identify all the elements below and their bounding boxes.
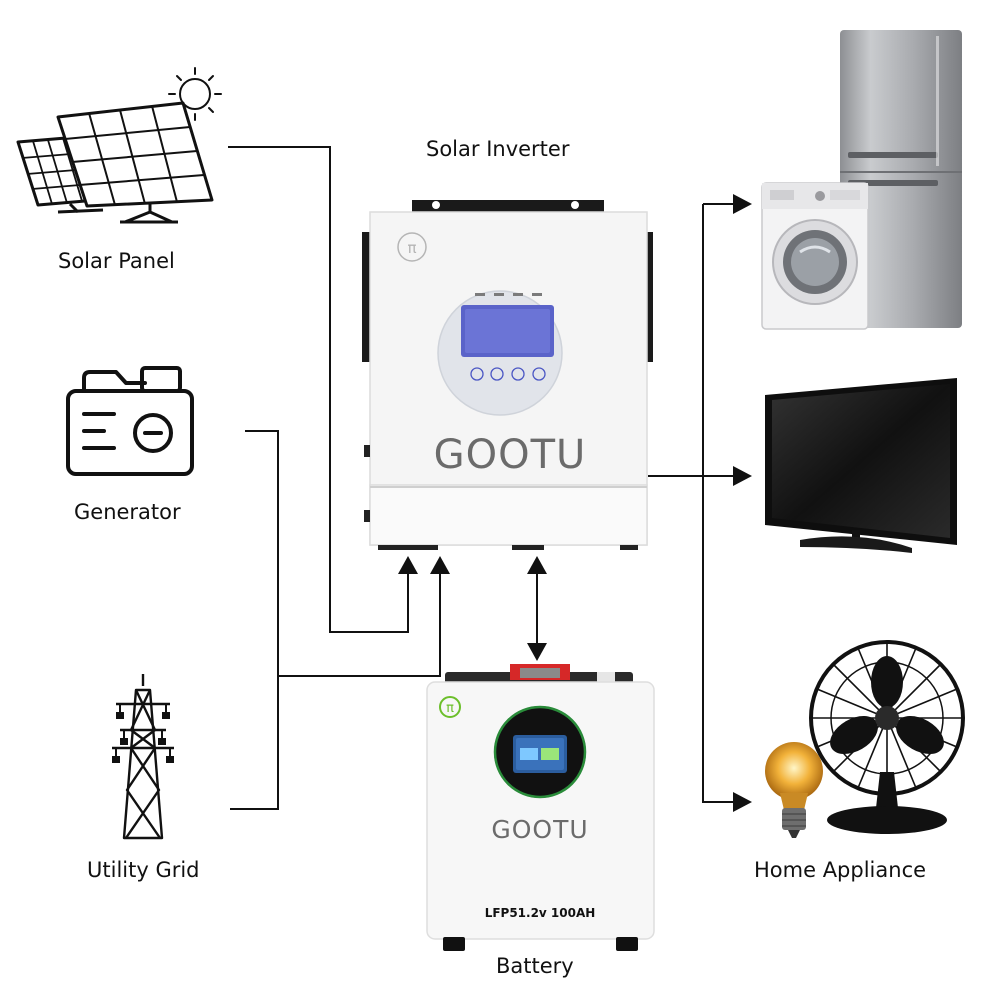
solar-inverter-label: Solar Inverter [426,137,570,161]
utility-grid-pylon-icon [112,674,174,840]
grid-to-inverter-line [278,572,441,677]
battery-label: Battery [496,954,574,978]
battery-model: LFP51.2v 100AH [485,906,596,920]
refrigerator-icon [840,30,962,328]
svg-text:π: π [407,239,416,257]
solar-inverter-device: π [362,200,653,550]
generator-icon [66,366,194,476]
television-icon [765,378,957,553]
arrow-up-solar [398,556,418,574]
solar-panel-icon [16,101,214,224]
arrow-up-battery [527,556,547,574]
arrow-up-grid [430,556,450,574]
battery-device: π [426,664,655,951]
solar-to-inverter-line [228,146,409,633]
svg-text:π: π [446,701,454,716]
arrow-heads [398,194,752,812]
generator-label: Generator [74,500,181,524]
appliance-bus-line [702,204,735,803]
light-bulb-icon [765,742,823,838]
desk-fan-icon [809,640,965,834]
arrow-right-fridge [733,194,752,214]
generator-line [230,430,279,810]
arrow-down-battery [527,643,547,661]
solar-panel-label: Solar Panel [58,249,175,273]
inverter-brand: GOOTU [434,432,587,478]
arrow-right-tv [733,466,752,486]
utility-grid-label: Utility Grid [87,858,200,882]
battery-brand: GOOTU [491,815,588,844]
home-appliance-label: Home Appliance [754,858,927,882]
connection-lines [228,146,735,810]
arrow-right-fan [733,792,752,812]
washing-machine-icon [761,182,869,330]
